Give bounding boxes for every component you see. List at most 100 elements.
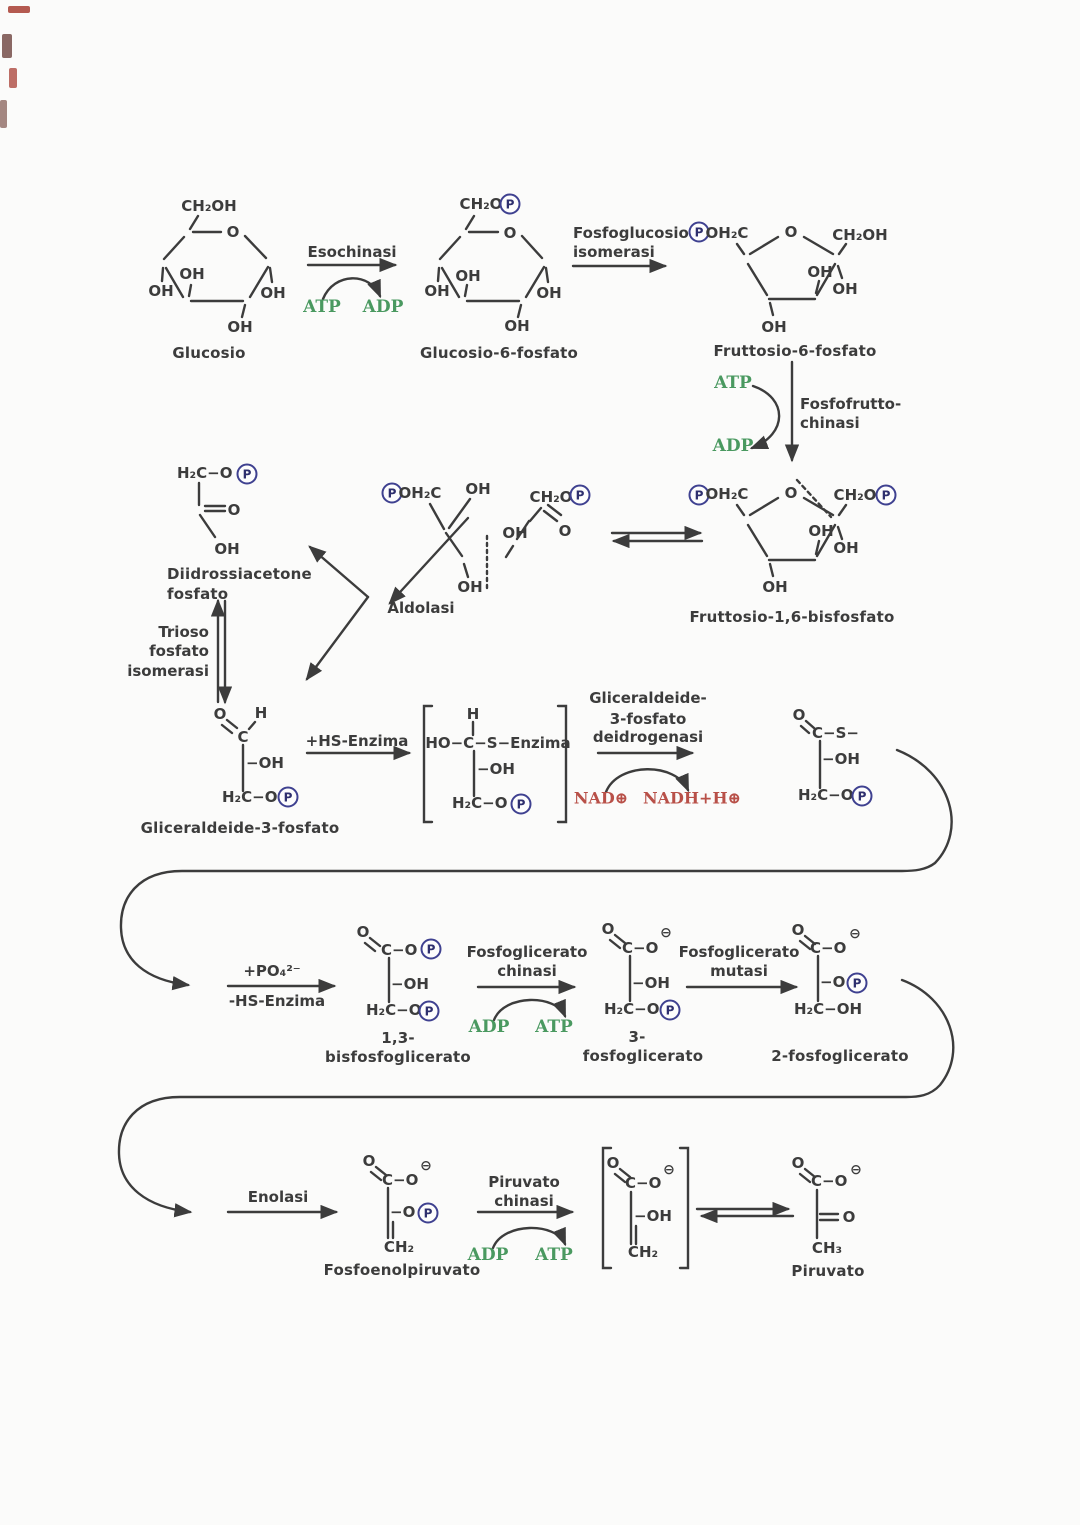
openchain-oh-label: OH xyxy=(465,480,491,498)
enolpyr-co-label: C−O xyxy=(625,1174,662,1192)
pg2-name: 2-fosfoglicerato xyxy=(771,1047,909,1065)
g6p-oh-label: OH xyxy=(536,284,562,302)
pep-ch2-label: CH₂ xyxy=(383,1238,415,1256)
f6p-oh2c-label: OH₂C xyxy=(705,224,749,242)
pep-op-label: −O xyxy=(390,1203,416,1221)
adp-label: ADP xyxy=(467,1245,509,1265)
tpi-label-line2: fosfato xyxy=(149,642,209,660)
adp-label: ADP xyxy=(362,297,404,317)
dhap-name-line1: Diidrossiacetone xyxy=(167,565,312,583)
adp-label: ADP xyxy=(712,436,754,456)
f16bp-ring-oxygen-label: O xyxy=(784,484,798,502)
f6p-name: Fruttosio-6-fosfato xyxy=(713,342,877,360)
phosphate-icon: P xyxy=(875,484,897,506)
f16bp-oh-label: OH xyxy=(762,578,788,596)
enolasi-label: Enolasi xyxy=(247,1188,309,1206)
glucose-oh-label: OH xyxy=(148,282,174,300)
glucose-ch2oh-label: CH₂OH xyxy=(181,197,237,215)
thioester-o-label: O xyxy=(792,706,806,724)
f6p-ring xyxy=(735,235,848,317)
intermediate-structure xyxy=(422,704,568,824)
f16bp-ch2o-label: CH₂O xyxy=(833,486,877,504)
pgk-label-line1: Fosfoglicerato xyxy=(466,943,588,961)
nad-label: NAD⊕ xyxy=(573,788,629,808)
pg2-co-label: C−O xyxy=(810,939,847,957)
pgk-label-line2: chinasi xyxy=(497,962,557,980)
phosphate-icon: P xyxy=(851,785,873,807)
bpg-co-label: C−O xyxy=(381,941,418,959)
openchain-carbonyl-o-label: O xyxy=(558,522,572,540)
phosphate-icon: P xyxy=(417,1202,439,1224)
gapdh-label-line1: Gliceraldeide- xyxy=(589,689,707,707)
minus-charge-icon: ⊖ xyxy=(850,1162,862,1178)
enol-pyruvate-structure xyxy=(601,1146,690,1270)
openchain-ch2o-label: CH₂O xyxy=(529,488,573,506)
glucose-ring-oxygen-label: O xyxy=(226,223,240,241)
g3p-h-label: H xyxy=(254,704,268,722)
g6p-oh-label: OH xyxy=(424,282,450,300)
dhap-name-line2: fosfato xyxy=(167,585,229,603)
esochinasi-arrow xyxy=(306,257,398,301)
g6p-ch2o-label: CH₂O xyxy=(459,195,503,213)
pg3-o-label: O xyxy=(601,920,615,938)
pg2-op-label: −O xyxy=(820,973,846,991)
pyr-co-label: C−O xyxy=(811,1172,848,1190)
g6p-ring-oxygen-label: O xyxy=(503,224,517,242)
dhap-carbonyl-o-label: O xyxy=(227,501,241,519)
f6p-ch2oh-label: CH₂OH xyxy=(832,226,888,244)
intermediate-oh-label: −OH xyxy=(477,760,515,778)
pg3-h2co-label: H₂C−O xyxy=(604,1000,660,1018)
intermediate-h-label: H xyxy=(466,705,480,723)
g6p-oh-label: OH xyxy=(455,267,481,285)
phosphate-icon: P xyxy=(418,1000,440,1022)
esochinasi-label: Esochinasi xyxy=(307,243,397,261)
pg2-h2coh-label: H₂C−OH xyxy=(794,1000,863,1018)
thioester-cs-label: C−S− xyxy=(812,724,859,742)
f16bp-open-chain xyxy=(428,497,563,594)
g3p-structure xyxy=(220,718,257,793)
pep-o-label: O xyxy=(362,1152,376,1170)
pg3-oh-label: −OH xyxy=(632,974,670,992)
pk-arrow xyxy=(476,1204,575,1250)
gapdh-label-line2: 3-fosfato xyxy=(609,710,687,728)
pfk-arrow xyxy=(749,360,800,463)
equilibrium-arrows-f16bp xyxy=(610,525,704,549)
phosphate-icon: P xyxy=(277,786,299,808)
pg3-structure xyxy=(608,933,632,1003)
pgm-label-line1: Fosfoglicerato xyxy=(678,943,800,961)
pgi-label-line2: isomerasi xyxy=(573,243,655,261)
pep-structure xyxy=(369,1165,395,1240)
intermediate-h2co-label: H₂C−O xyxy=(452,794,508,812)
phosphate-icon: P xyxy=(499,193,521,215)
bpg-oh-label: −OH xyxy=(391,975,429,993)
pg2-structure xyxy=(798,934,820,1003)
pyr-ch3-label: CH₃ xyxy=(811,1239,843,1257)
g6p-oh-label: OH xyxy=(504,317,530,335)
pep-co-label: C−O xyxy=(382,1171,419,1189)
f16bp-oh-label: OH xyxy=(808,522,834,540)
glucose-oh-label: OH xyxy=(227,318,253,336)
pyruvate-structure xyxy=(798,1167,840,1240)
bpg-o-label: O xyxy=(356,923,370,941)
aldolasi-label: Aldolasi xyxy=(387,599,455,617)
photo-artifact-mark xyxy=(8,6,30,13)
g3p-c-label: C xyxy=(237,728,249,746)
intermediate-hocse-label: HO−C−S−Enzima xyxy=(425,734,571,752)
f6p-oh-label: OH xyxy=(807,263,833,281)
f16bp-oh2c-label: OH₂C xyxy=(705,485,749,503)
dhap-h2co-label: H₂C−O xyxy=(177,464,233,482)
pep-name: Fosfoenolpiruvato xyxy=(323,1261,481,1279)
hs-enzima-label: +HS-Enzima xyxy=(305,732,409,750)
thioester-h2co-label: H₂C−O xyxy=(798,786,854,804)
dhap-structure xyxy=(197,481,227,539)
f16bp-oh-label: OH xyxy=(833,539,859,557)
pk-label-line1: Piruvato xyxy=(488,1173,560,1191)
minus-charge-icon: ⊖ xyxy=(420,1158,432,1174)
minus-charge-icon: ⊖ xyxy=(849,926,861,942)
openchain-oh-label: OH xyxy=(457,578,483,596)
tpi-label-line3: isomerasi xyxy=(127,662,209,680)
wrap-arrow-2 xyxy=(117,978,955,1218)
bpg-name-line2: bisfosfoglicerato xyxy=(325,1048,471,1066)
g3p-name: Gliceraldeide-3-fosfato xyxy=(140,819,340,837)
